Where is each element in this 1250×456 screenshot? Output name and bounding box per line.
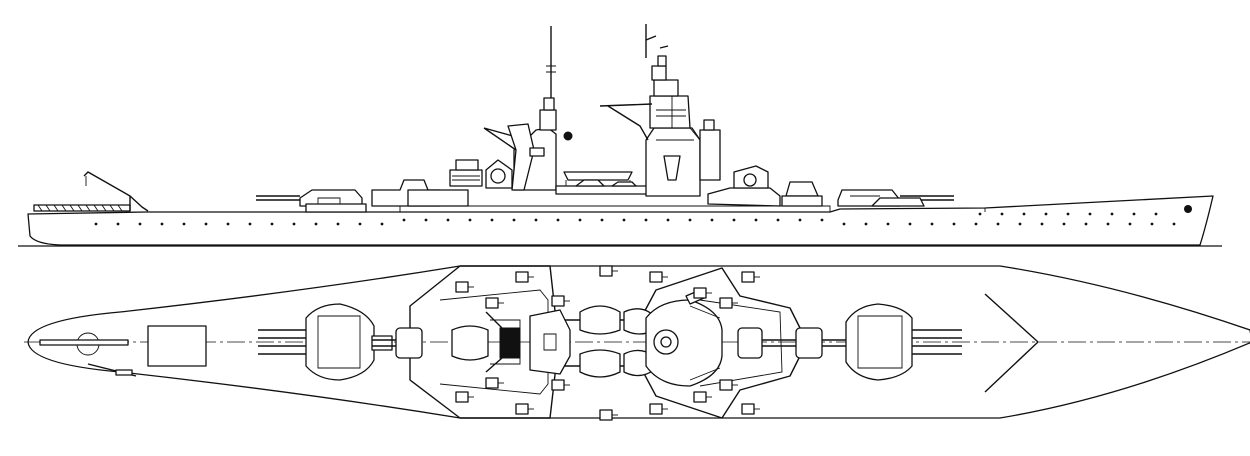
porthole — [1044, 212, 1048, 216]
porthole — [468, 218, 472, 222]
portholes — [94, 212, 1176, 226]
porthole — [930, 222, 934, 226]
porthole — [1172, 222, 1176, 226]
porthole — [1128, 222, 1132, 226]
aa-mount — [485, 297, 499, 309]
porthole — [688, 218, 692, 222]
porthole — [820, 218, 824, 222]
forward-main-turret-plan — [845, 303, 962, 381]
forward-deckhouses — [707, 165, 823, 207]
porthole — [402, 218, 406, 222]
aft-funnel-crane — [483, 26, 573, 191]
porthole — [754, 218, 758, 222]
porthole — [336, 222, 340, 226]
boat-deck — [555, 171, 667, 195]
aa-mount — [693, 391, 707, 403]
aa-mount — [599, 409, 613, 421]
porthole — [182, 222, 186, 226]
porthole — [710, 218, 714, 222]
porthole — [490, 218, 494, 222]
aa-mount — [485, 377, 499, 389]
porthole — [380, 222, 384, 226]
aa-mount — [599, 265, 613, 277]
aa-mount — [551, 295, 565, 307]
porthole — [978, 212, 982, 216]
aft-superstructure — [371, 159, 513, 207]
porthole — [1066, 212, 1070, 216]
porthole — [292, 222, 296, 226]
porthole — [1154, 212, 1158, 216]
porthole — [776, 218, 780, 222]
aa-mount — [455, 281, 469, 293]
porthole — [974, 222, 978, 226]
aa-mount — [551, 379, 565, 391]
aa-mount — [719, 379, 733, 391]
funnel-plan — [451, 311, 521, 373]
aa-mount — [649, 403, 663, 415]
anchor-hawse — [1184, 205, 1192, 213]
porthole — [1088, 212, 1092, 216]
porthole — [952, 222, 956, 226]
porthole — [116, 222, 120, 226]
tower-plan — [645, 289, 723, 387]
porthole — [1110, 212, 1114, 216]
porthole — [94, 222, 98, 226]
aa-mount — [649, 271, 663, 283]
aa-mount — [741, 271, 755, 283]
forward-secondary-plan — [737, 327, 846, 359]
stern-crane — [83, 171, 149, 212]
aa-mount — [515, 271, 529, 283]
porthole — [622, 218, 626, 222]
porthole — [314, 222, 318, 226]
porthole — [1040, 222, 1044, 226]
porthole — [1018, 222, 1022, 226]
porthole — [732, 218, 736, 222]
porthole — [996, 222, 1000, 226]
porthole — [556, 218, 560, 222]
porthole — [1084, 222, 1088, 226]
porthole — [600, 218, 604, 222]
porthole — [138, 222, 142, 226]
porthole — [886, 222, 890, 226]
aft-secondary-plan — [372, 327, 423, 359]
porthole — [908, 222, 912, 226]
porthole — [446, 218, 450, 222]
porthole — [512, 218, 516, 222]
aft-main-turret — [256, 189, 367, 213]
porthole — [1106, 222, 1110, 226]
porthole — [424, 218, 428, 222]
porthole — [226, 222, 230, 226]
porthole — [358, 222, 362, 226]
porthole — [798, 218, 802, 222]
aa-mount — [515, 403, 529, 415]
porthole — [1000, 212, 1004, 216]
plan-view — [24, 265, 1250, 421]
porthole — [644, 218, 648, 222]
aa-mount — [455, 391, 469, 403]
porthole — [534, 218, 538, 222]
porthole — [248, 222, 252, 226]
porthole — [1062, 222, 1066, 226]
stern-hangar-hatch — [147, 325, 207, 367]
hull-profile — [27, 195, 1214, 246]
aa-mount — [693, 287, 707, 299]
forward-main-turrets — [837, 189, 954, 207]
porthole — [666, 218, 670, 222]
aa-mount — [741, 403, 755, 415]
porthole — [1132, 212, 1136, 216]
porthole — [1022, 212, 1026, 216]
aa-mount — [719, 297, 733, 309]
porthole — [842, 222, 846, 226]
porthole — [864, 222, 868, 226]
porthole — [160, 222, 164, 226]
profile-view — [18, 24, 1222, 247]
porthole — [578, 218, 582, 222]
forward-tower — [599, 24, 721, 197]
aa-mounts — [455, 265, 760, 421]
porthole — [204, 222, 208, 226]
porthole — [1150, 222, 1154, 226]
porthole — [270, 222, 274, 226]
